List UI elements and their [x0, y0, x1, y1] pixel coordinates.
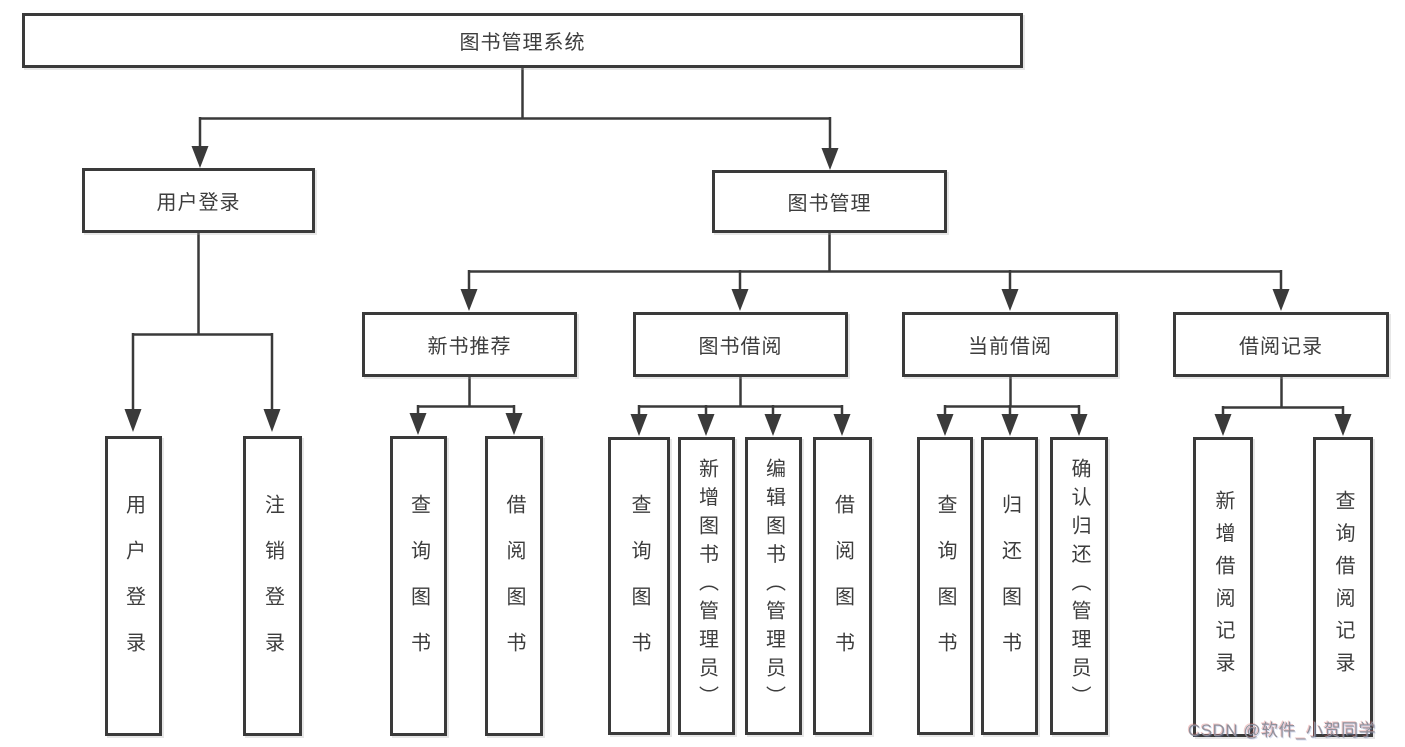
node-user-login-leaf: 用户登录	[105, 436, 162, 736]
node-query-books-borrowing: 查询图书	[608, 437, 670, 735]
node-borrow-books-recommend: 借阅图书	[485, 436, 543, 736]
node-query-books-recommend-label: 查询图书	[407, 494, 430, 678]
node-confirm-return-admin: 确认归还（管理员）	[1050, 437, 1108, 735]
node-add-borrow-record: 新增借阅记录	[1193, 437, 1253, 737]
node-new-book-recommend: 新书推荐	[362, 312, 577, 377]
node-logout: 注销登录	[243, 436, 302, 736]
node-confirm-return-admin-label: 确认归还（管理员）	[1068, 458, 1090, 714]
node-book-management: 图书管理	[712, 170, 947, 233]
node-user-login-leaf-label: 用户登录	[122, 494, 145, 678]
node-query-books-current-label: 查询图书	[934, 494, 956, 678]
node-borrowing-records: 借阅记录	[1173, 312, 1389, 377]
node-edit-books-admin: 编辑图书（管理员）	[745, 437, 802, 735]
node-borrow-books-leaf-label: 借阅图书	[831, 494, 854, 678]
node-root-system-label: 图书管理系统	[459, 32, 586, 54]
node-logout-label: 注销登录	[261, 494, 284, 678]
node-add-books-admin-label: 新增图书（管理员）	[695, 458, 718, 714]
node-query-books-recommend: 查询图书	[390, 436, 447, 736]
node-add-borrow-record-label: 新增借阅记录	[1212, 489, 1234, 685]
node-borrow-books-leaf: 借阅图书	[813, 437, 872, 735]
node-user-login-label: 用户登录	[156, 192, 241, 214]
arrowheads	[124, 146, 1352, 436]
node-user-login: 用户登录	[82, 168, 315, 233]
node-book-borrowing-label: 图书借阅	[698, 336, 783, 358]
node-root-system: 图书管理系统	[22, 13, 1023, 68]
node-query-borrow-record-label: 查询借阅记录	[1332, 489, 1354, 685]
csdn-watermark: CSDN @软件_小贺同学	[1188, 721, 1377, 740]
node-borrow-books-recommend-label: 借阅图书	[503, 494, 525, 678]
node-add-books-admin: 新增图书（管理员）	[678, 437, 735, 735]
node-return-books-label: 归还图书	[998, 494, 1021, 678]
node-current-borrowing-label: 当前借阅	[968, 336, 1052, 358]
node-query-books-borrowing-label: 查询图书	[628, 494, 650, 678]
node-current-borrowing: 当前借阅	[902, 312, 1118, 377]
node-edit-books-admin-label: 编辑图书（管理员）	[762, 458, 785, 714]
node-book-management-label: 图书管理	[787, 193, 872, 215]
node-query-borrow-record: 查询借阅记录	[1313, 437, 1373, 737]
node-borrowing-records-label: 借阅记录	[1239, 336, 1323, 358]
node-return-books: 归还图书	[981, 437, 1038, 735]
node-new-book-recommend-label: 新书推荐	[427, 336, 512, 358]
node-query-books-current: 查询图书	[917, 437, 973, 735]
node-book-borrowing: 图书借阅	[633, 312, 848, 377]
